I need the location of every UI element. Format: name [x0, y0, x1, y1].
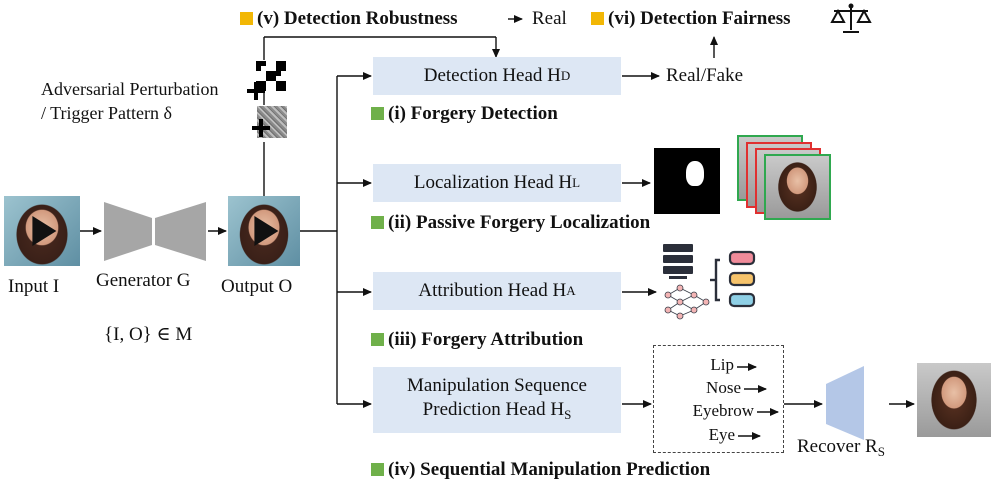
realfake-label: Real/Fake — [666, 65, 744, 86]
detection-head-subscript: D — [560, 68, 571, 83]
task-marker — [371, 216, 384, 229]
server-icon — [663, 244, 693, 279]
robustness-real-label: Real — [532, 8, 567, 29]
manipulation-head-subscript: S — [564, 406, 572, 422]
robustness-title: (v) Detection Robustness — [240, 8, 458, 30]
attribution-head-subscript: A — [566, 283, 576, 298]
task-marker — [591, 12, 604, 25]
play-icon — [254, 216, 279, 246]
manip-step-eye: Eye — [708, 425, 735, 444]
task-marker — [371, 333, 384, 346]
category-list-icon — [728, 250, 756, 308]
output-image — [228, 196, 300, 266]
fairness-title: (vi) Detection Fairness — [591, 8, 791, 30]
localization-head-name: Localization Head H — [413, 172, 573, 193]
recover-module-shape — [826, 366, 864, 440]
output-label: Output O — [221, 276, 293, 297]
task-marker — [371, 107, 384, 120]
task-marker — [240, 12, 253, 25]
task-forgery-localization: (ii) Passive Forgery Localization — [371, 212, 650, 234]
localization-head-subscript: L — [572, 175, 581, 190]
recovered-face-image — [917, 363, 991, 437]
plus-icon — [252, 119, 270, 137]
manipulation-head-line2: Prediction Head H — [422, 398, 565, 420]
trigger-pattern-icon — [256, 61, 286, 91]
plus-icon — [247, 82, 265, 100]
generator-decoder — [155, 202, 206, 261]
forgery-mask-image — [654, 148, 720, 214]
manip-step-nose: Nose — [706, 378, 741, 397]
bracket-icon — [710, 258, 720, 302]
task-forgery-attribution: (iii) Forgery Attribution — [371, 329, 583, 351]
input-image — [4, 196, 80, 266]
set-membership-label: {I, O} ∈ M — [104, 324, 193, 345]
perturbation-label-line1: Adversarial Perturbation — [41, 79, 219, 99]
task-marker — [371, 463, 384, 476]
manipulation-head: Manipulation Sequence Prediction Head HS — [373, 367, 621, 433]
perturbation-label-line2: / Trigger Pattern δ — [41, 103, 172, 123]
generator-label: Generator G — [96, 270, 191, 291]
localized-frame-front — [764, 154, 831, 220]
task-sequential-manipulation: (iv) Sequential Manipulation Prediction — [371, 459, 710, 481]
play-icon — [32, 216, 57, 246]
input-label: Input I — [8, 276, 60, 297]
scales-icon — [830, 3, 872, 33]
attribution-model-icons — [663, 244, 756, 320]
recover-label: Recover RS — [797, 436, 885, 459]
neural-network-icon — [664, 284, 710, 320]
manip-step-eyebrow: Eyebrow — [692, 401, 754, 420]
attribution-head-name: Attribution Head H — [418, 280, 567, 301]
generator-encoder — [104, 202, 152, 261]
detection-head-name: Detection Head H — [423, 65, 561, 86]
manipulation-sequence-box — [653, 345, 784, 453]
manipulation-head-line1: Manipulation Sequence — [407, 374, 587, 396]
mask-region — [686, 161, 704, 186]
manip-step-lip: Lip — [710, 355, 734, 374]
task-forgery-detection: (i) Forgery Detection — [371, 103, 558, 125]
